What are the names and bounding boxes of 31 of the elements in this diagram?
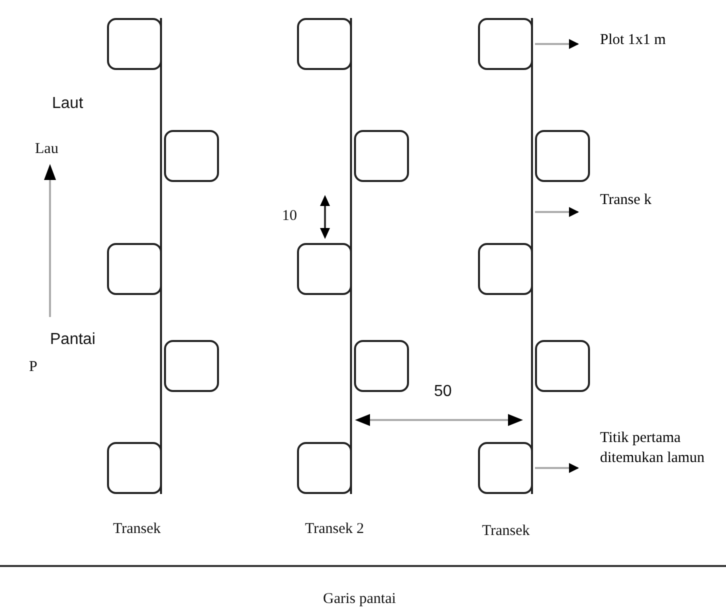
plot-box bbox=[297, 442, 352, 494]
plot-box bbox=[107, 243, 162, 295]
plot-box bbox=[164, 340, 219, 392]
transect-label: Transek 2 bbox=[305, 520, 364, 539]
plot-box bbox=[535, 130, 590, 182]
annotation-text: Titik pertama ditemukan lamun bbox=[600, 429, 706, 468]
plot-box bbox=[107, 442, 162, 494]
arrow bbox=[535, 207, 579, 217]
direction-label: Pantai bbox=[50, 330, 96, 350]
plot-box bbox=[297, 18, 352, 70]
direction-label: Lau bbox=[35, 140, 58, 159]
plot-box bbox=[107, 18, 162, 70]
plot-box bbox=[478, 442, 533, 494]
plot-box bbox=[478, 18, 533, 70]
direction-label: Laut bbox=[52, 94, 84, 114]
plot-box bbox=[164, 130, 219, 182]
annotation-text: Transe k bbox=[600, 191, 653, 210]
arrow bbox=[535, 39, 579, 49]
plot-box bbox=[354, 130, 409, 182]
dimension-label: 10 bbox=[282, 207, 297, 226]
transect-label: Transek bbox=[482, 522, 530, 541]
dimension-label: 50 bbox=[434, 382, 452, 402]
arrow bbox=[535, 463, 579, 473]
transect-label: Transek bbox=[113, 520, 161, 539]
plot-box bbox=[354, 340, 409, 392]
plot-box bbox=[297, 243, 352, 295]
direction-label: P bbox=[29, 358, 38, 377]
annotation-text: Plot 1x1 m bbox=[600, 31, 667, 50]
plot-box bbox=[478, 243, 533, 295]
shoreline-label: Garis pantai bbox=[323, 590, 396, 609]
plot-box bbox=[535, 340, 590, 392]
